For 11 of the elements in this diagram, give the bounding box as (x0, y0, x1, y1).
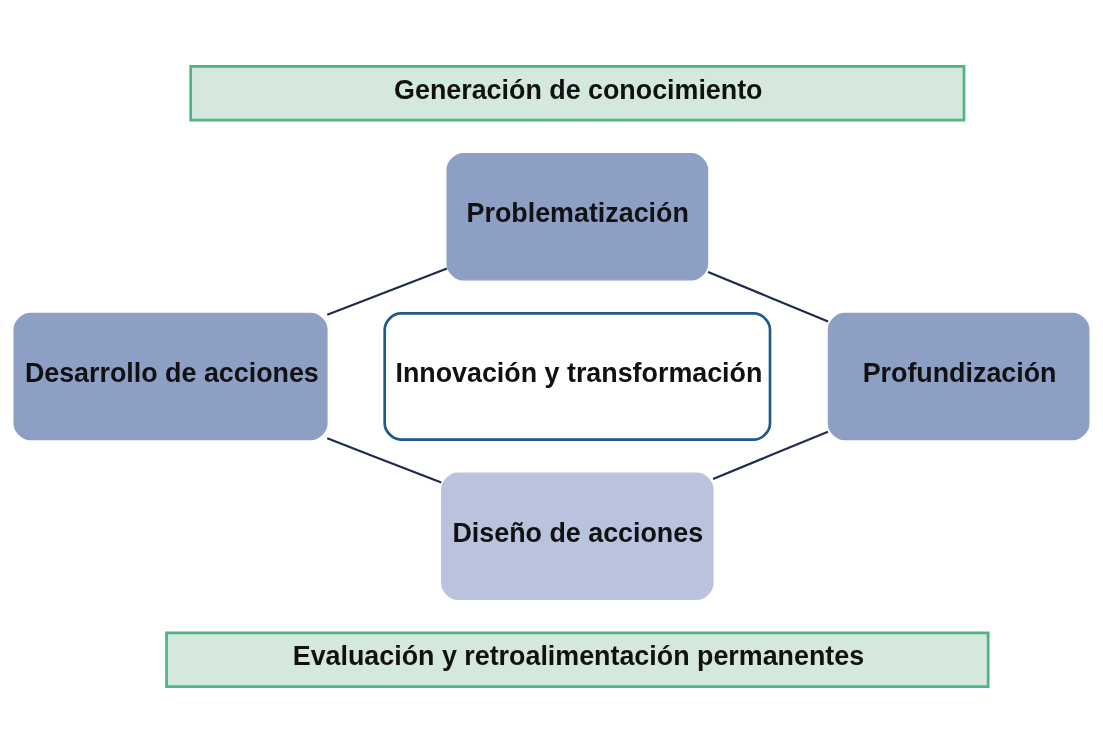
connector (712, 430, 829, 480)
node-box: Evaluación y retroalimentación permanentes (165, 631, 990, 688)
connector (326, 267, 448, 316)
node-box: Diseño de acciones (441, 472, 714, 601)
node-box: Generación de conocimiento (189, 65, 966, 122)
connector (326, 437, 442, 484)
node-box: Problematización (446, 152, 709, 281)
node-box: Desarrollo de acciones (13, 312, 328, 441)
connector (707, 270, 829, 323)
node-box: Innovación y transformación (383, 312, 772, 441)
node-box: Profundización (827, 312, 1090, 441)
